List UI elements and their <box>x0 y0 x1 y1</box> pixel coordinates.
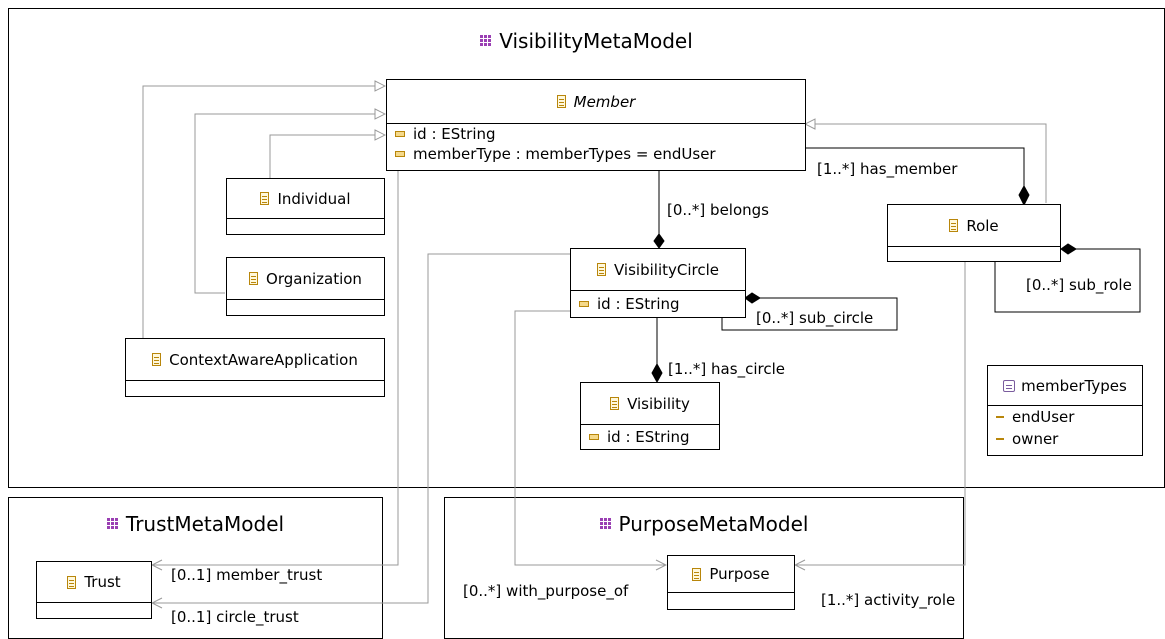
class-member[interactable]: Member id : EString memberType : memberT… <box>386 79 806 171</box>
attribute[interactable]: id : EString <box>581 425 719 449</box>
link-member-trust <box>152 170 399 565</box>
attribute[interactable]: id : EString <box>387 124 805 144</box>
package-title: TrustMetaModel <box>9 512 382 536</box>
attribute-icon <box>395 131 405 137</box>
composition-diamond-has-circle <box>651 362 663 384</box>
label-belongs: [0..*] belongs <box>667 201 769 219</box>
literal-icon <box>996 416 1004 418</box>
enum-header: memberTypes <box>988 366 1142 406</box>
assoc-sub-circle <box>721 297 898 331</box>
label-has-circle: [1..*] has_circle <box>668 360 785 378</box>
class-context-aware-application[interactable]: ContextAwareApplication <box>125 338 385 397</box>
generalization-organization <box>194 114 385 294</box>
class-visibility-circle[interactable]: VisibilityCircle id : EString <box>570 248 746 318</box>
label-circle-trust: [0..1] circle_trust <box>171 608 299 626</box>
generalization-role <box>805 124 1047 203</box>
composition-diamond-sub-circle <box>744 292 761 304</box>
link-activity-role <box>795 262 966 565</box>
class-header: Member <box>387 80 805 124</box>
class-header: ContextAwareApplication <box>126 339 384 381</box>
class-header: Purpose <box>668 556 794 593</box>
enum-literal[interactable]: owner <box>988 428 1142 450</box>
label-with-purpose-of: [0..*] with_purpose_of <box>463 582 629 600</box>
label-has-member: [1..*] has_member <box>817 160 958 178</box>
composition-diamond-sub-role <box>1060 243 1077 255</box>
link-circle-trust <box>152 253 570 603</box>
class-icon <box>260 192 270 205</box>
package-icon <box>480 35 492 46</box>
class-purpose[interactable]: Purpose <box>667 555 795 610</box>
enumeration-icon <box>1003 379 1016 392</box>
class-header: VisibilityCircle <box>571 249 745 291</box>
attribute-icon <box>589 434 599 440</box>
class-header: Organization <box>227 258 384 300</box>
class-trust[interactable]: Trust <box>36 561 152 619</box>
attribute-icon <box>579 301 589 307</box>
class-header: Visibility <box>581 383 719 425</box>
assoc-has-member <box>805 147 1025 194</box>
composition-diamond-has-member <box>1018 184 1030 207</box>
label-sub-role: [0..*] sub_role <box>1026 276 1132 294</box>
class-icon <box>610 397 620 410</box>
label-activity-role: [1..*] activity_role <box>821 591 956 609</box>
class-icon <box>597 263 606 276</box>
package-title: PurposeMetaModel <box>445 512 963 536</box>
enum-literal[interactable]: endUser <box>988 406 1142 428</box>
package-title: VisibilityMetaModel <box>9 29 1164 53</box>
class-header: Role <box>888 205 1060 247</box>
class-icon <box>556 95 566 108</box>
composition-diamond-belongs <box>653 233 665 249</box>
attribute[interactable]: memberType : memberTypes = endUser <box>387 144 805 164</box>
enum-member-types[interactable]: memberTypes endUser owner <box>987 365 1143 456</box>
class-icon <box>692 567 702 581</box>
class-header: Trust <box>37 562 151 603</box>
class-organization[interactable]: Organization <box>226 257 385 316</box>
generalization-individual <box>269 135 385 178</box>
package-icon <box>599 518 611 529</box>
generalization-context-aware-application <box>142 86 385 338</box>
class-icon <box>67 575 77 589</box>
literal-icon <box>996 438 1004 440</box>
class-header: Individual <box>227 179 384 219</box>
link-with-purpose <box>514 310 666 565</box>
class-icon <box>152 353 162 366</box>
attribute-icon <box>395 151 405 157</box>
class-role[interactable]: Role <box>887 204 1061 262</box>
class-visibility[interactable]: Visibility id : EString <box>580 382 720 450</box>
attribute[interactable]: id : EString <box>571 291 745 317</box>
package-icon <box>106 518 118 529</box>
label-sub-circle: [0..*] sub_circle <box>756 309 874 327</box>
assoc-sub-role <box>994 248 1141 313</box>
class-individual[interactable]: Individual <box>226 178 385 235</box>
class-icon <box>949 219 959 232</box>
class-icon <box>249 272 259 285</box>
label-member-trust: [0..1] member_trust <box>171 566 323 584</box>
